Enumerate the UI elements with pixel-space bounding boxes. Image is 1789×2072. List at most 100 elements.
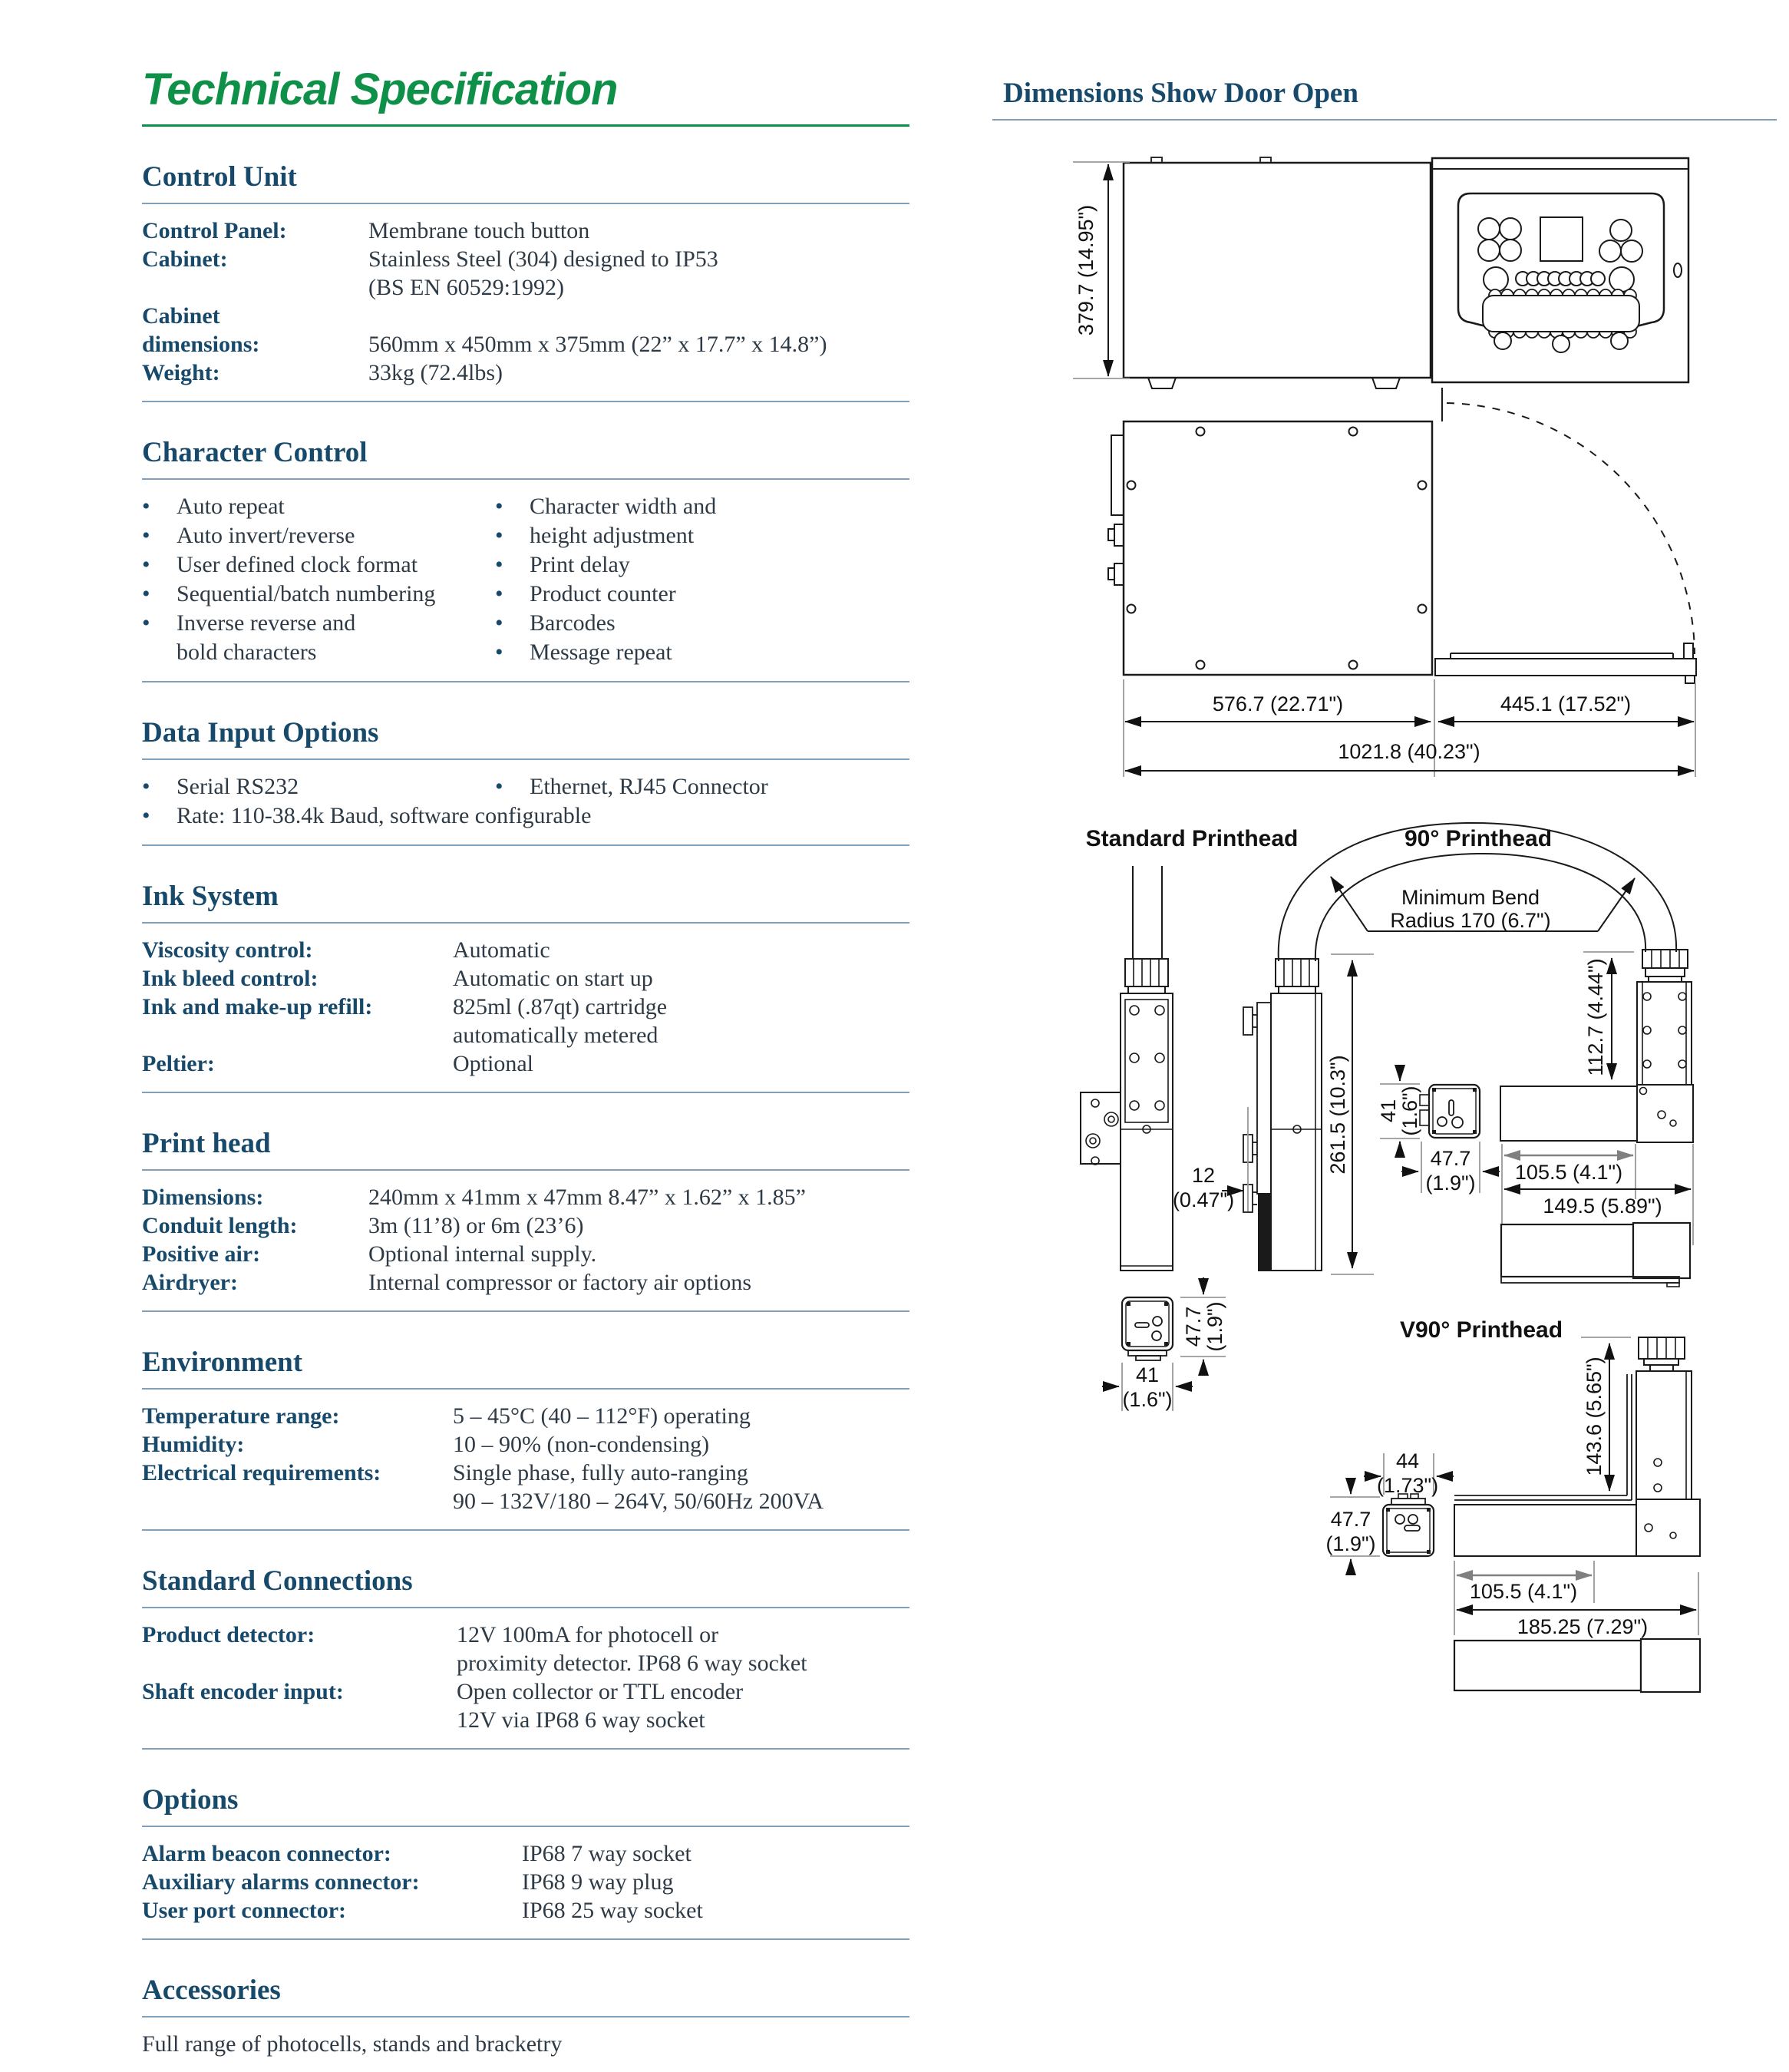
dim-top-total: 1021.8 (40.23"): [1338, 740, 1480, 763]
spec-value: 5 – 45°C (40 – 112°F) operating: [453, 1403, 751, 1429]
top-view: [1107, 388, 1697, 777]
dim-std-depth-1: 47.7: [1182, 1307, 1205, 1347]
spec-row: Humidity: 10 – 90% (non-condensing): [142, 1430, 909, 1459]
ninety-printhead: [1500, 949, 1694, 1143]
v90-printhead-plan: [1453, 1637, 1702, 1694]
dim-std-width-1: 41: [1136, 1363, 1159, 1386]
spec-row: Control Panel: Membrane touch button: [142, 216, 909, 245]
spec-row: Conduit length: 3m (11’8) or 6m (23’6): [142, 1211, 909, 1240]
section-character-control: Character Control •Auto repeat •Auto inv…: [142, 438, 909, 682]
bullet-icon: •: [495, 494, 503, 519]
n90-depth-dim: [1421, 1142, 1480, 1193]
spec-label: Conduit length:: [142, 1213, 298, 1238]
dim-std-plate-1: 12: [1192, 1164, 1215, 1187]
bullet-item: •Auto invert/reverse: [142, 521, 495, 550]
bullet-item: •Auto repeat: [142, 492, 495, 521]
dim-std-width-2: (1.6"): [1122, 1388, 1172, 1411]
dim-std-length: 261.5 (10.3"): [1326, 1055, 1349, 1174]
spec-label: Humidity:: [142, 1432, 245, 1457]
spec-column: Technical Specification Control Unit Con…: [142, 68, 909, 2072]
standard-printhead-end: [1121, 1296, 1174, 1361]
spec-label: Cabinet dimensions:: [142, 303, 260, 357]
dim-n90-total: 149.5 (5.89"): [1543, 1195, 1662, 1218]
standard-printhead-label: Standard Printhead: [1086, 826, 1299, 851]
bullet-item: •Rate: 110-38.4k Baud, software configur…: [142, 801, 710, 831]
spec-label: Control Panel:: [142, 218, 287, 243]
spec-label: Viscosity control:: [142, 937, 313, 963]
bullet-item: •height adjustment: [495, 521, 909, 550]
dim-top-door: 445.1 (17.52"): [1500, 692, 1631, 715]
spec-label: Cabinet:: [142, 246, 228, 272]
bullet-icon: •: [142, 774, 150, 799]
spec-row: Weight:33kg (72.4lbs): [142, 359, 909, 387]
bullet-item: •Serial RS232: [142, 772, 495, 801]
ninety-printhead-label: 90° Printhead: [1404, 826, 1552, 851]
spec-label: Temperature range:: [142, 1403, 340, 1429]
dim-std-depth-2: (1.9"): [1203, 1301, 1226, 1351]
conduit-bend-arc: [1277, 821, 1678, 962]
ninety-printhead-plan: [1500, 1221, 1692, 1287]
bullet-item: •Product counter: [495, 580, 909, 609]
diagram-heading: Dimensions Show Door Open: [1003, 78, 1358, 109]
spec-value: Stainless Steel (304) designed to IP53 (…: [368, 246, 718, 300]
spec-value: Automatic: [453, 937, 550, 963]
spec-row: Alarm beacon connector: IP68 7 way socket: [142, 1839, 909, 1868]
n90-width-dim: [1380, 1083, 1420, 1139]
diagram-heading-rule: [992, 119, 1777, 121]
spec-value: 10 – 90% (non-condensing): [453, 1432, 710, 1457]
ninety-printhead-end: [1419, 1083, 1481, 1139]
dim-v90-width-2: (1.73"): [1377, 1474, 1438, 1497]
dim-n90-width-2: (1.6"): [1398, 1086, 1421, 1135]
v90-printhead-end: [1381, 1493, 1435, 1558]
section-print-head: Print head Dimensions:240mm x 41mm x 47m…: [142, 1129, 909, 1312]
spec-label: Dimensions:: [142, 1185, 264, 1210]
section-standard-connections: Standard Connections Product detector:12…: [142, 1566, 909, 1750]
section-heading: Character Control: [142, 438, 909, 480]
section-heading: Print head: [142, 1129, 909, 1171]
std-depth-dim: [1180, 1297, 1226, 1357]
spec-value: IP68 9 way plug: [522, 1869, 674, 1895]
section-ink-system: Ink System Viscosity control: Automatic I…: [142, 881, 909, 1093]
section-heading: Ink System: [142, 881, 909, 924]
standard-printhead-front: [1080, 866, 1173, 1271]
min-bend-label-2: Radius 170 (6.7"): [1390, 909, 1550, 932]
spec-label: Airdryer:: [142, 1270, 238, 1295]
spec-value: 3m (11’8) or 6m (23’6): [368, 1213, 584, 1238]
section-heading: Accessories: [142, 1975, 909, 2017]
spec-label: Alarm beacon connector:: [142, 1841, 391, 1866]
section-accessories: Accessories Full range of photocells, st…: [142, 1975, 909, 2072]
spec-value: Automatic on start up: [453, 966, 653, 991]
spec-value: 33kg (72.4lbs): [368, 360, 503, 385]
standard-printhead-side: [1243, 958, 1322, 1271]
spec-label: Shaft encoder input:: [142, 1679, 344, 1704]
accessories-text: Full range of photocells, stands and bra…: [142, 2031, 563, 2057]
spec-value: Open collector or TTL encoder 12V via IP…: [457, 1679, 744, 1733]
spec-row: Product detector:12V 100mA for photocell…: [142, 1621, 909, 1677]
spec-value: IP68 7 way socket: [522, 1841, 692, 1866]
spec-label: Ink and make-up refill:: [142, 994, 373, 1019]
dim-std-plate-2: (0.47"): [1173, 1188, 1234, 1211]
dim-v90-nose: 105.5 (4.1"): [1470, 1580, 1577, 1603]
section-heading: Data Input Options: [142, 718, 909, 760]
dim-v90-height: 143.6 (5.65"): [1583, 1357, 1606, 1476]
dim-n90-nose: 105.5 (4.1"): [1515, 1161, 1622, 1184]
v90-width-dim: [1383, 1453, 1434, 1495]
spec-value: IP68 25 way socket: [522, 1898, 703, 1923]
spec-label: Positive air:: [142, 1241, 261, 1267]
spec-label: Electrical requirements:: [142, 1460, 381, 1485]
bullet-icon: •: [142, 610, 150, 636]
spec-value: 825ml (.87qt) cartridge automatically me…: [453, 994, 668, 1048]
page-title: Technical Specification: [142, 64, 618, 114]
spec-row: Ink bleed control:Automatic on start up: [142, 964, 909, 993]
spec-value: Membrane touch button: [368, 218, 590, 243]
dim-front-height: 379.7 (14.95"): [1074, 205, 1097, 335]
title-rule: [142, 124, 909, 127]
dim-v90-width-1: 44: [1396, 1449, 1419, 1472]
bullet-item: •Message repeat: [495, 638, 909, 667]
std-length-dim: [1331, 953, 1374, 1275]
spec-row: Positive air:Optional internal supply.: [142, 1240, 909, 1268]
bullet-icon: •: [495, 523, 503, 548]
spec-row: Airdryer:Internal compressor or factory …: [142, 1268, 909, 1297]
spec-value: Optional: [453, 1051, 533, 1076]
spec-value: 560mm x 450mm x 375mm (22” x 17.7” x 14.…: [368, 332, 827, 357]
